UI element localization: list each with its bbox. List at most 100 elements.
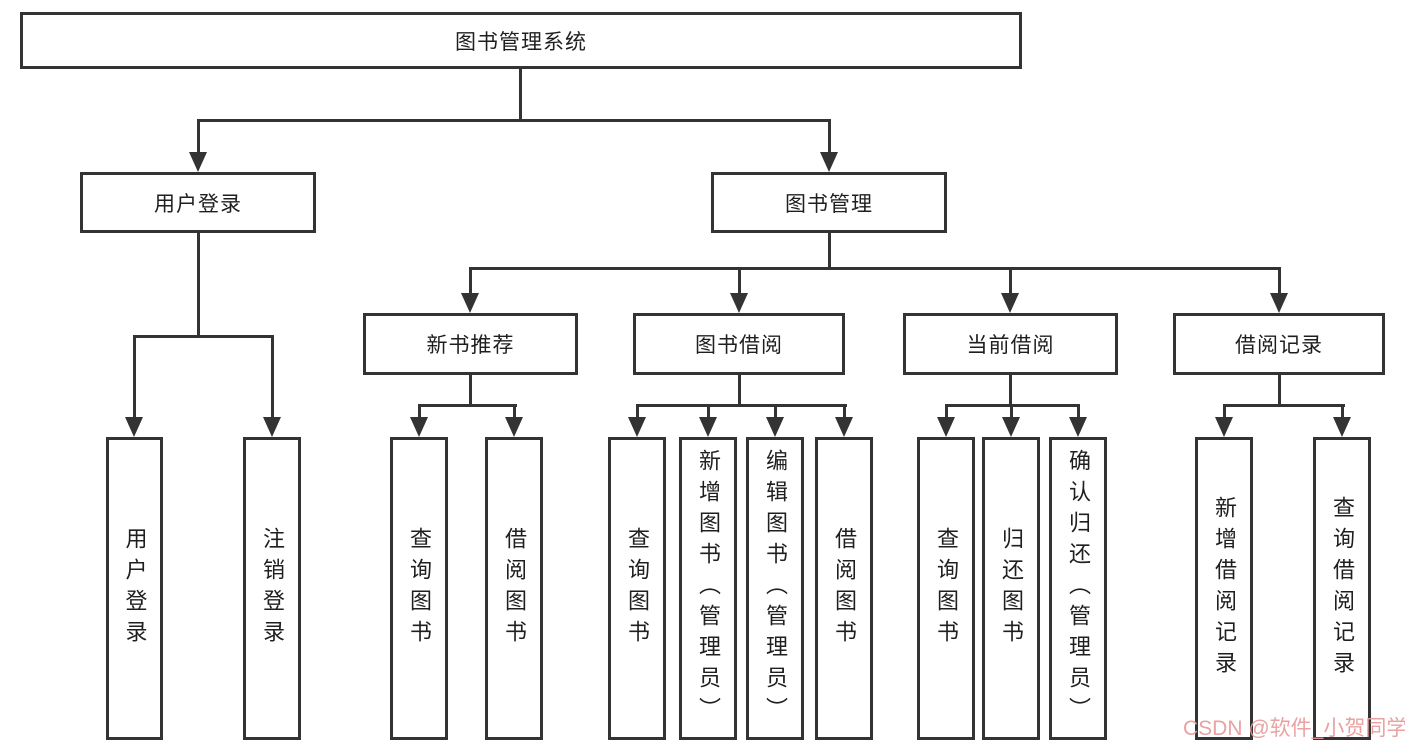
arrow-head-icon [699,417,717,437]
arrow-head-icon [1270,293,1288,313]
arrow-head-icon [835,417,853,437]
arrow-stem [468,267,472,293]
arrow-stem [842,404,846,417]
connector-line [738,374,741,407]
arrow-stem [944,404,948,417]
arrow-head-icon [1069,417,1087,437]
arrow-stem [196,119,200,152]
arrow-head-icon [820,152,838,172]
connector-line [636,404,847,407]
node-borrowing-records: 借阅记录 [1173,313,1385,375]
arrow-stem [827,119,831,152]
arrow-down-icon [189,119,207,172]
connector-line [418,404,517,407]
arrow-down-icon [628,404,646,437]
node-user-login: 用户登录 [80,172,316,233]
node-book-borrowing: 图书借阅 [633,313,845,375]
arrow-stem [635,404,639,417]
arrow-down-icon [263,335,281,437]
arrow-down-icon [1001,267,1019,313]
connector-line [519,68,522,121]
leaf-borrow-books-newbook: 借阅图书 [485,437,543,740]
arrow-head-icon [1002,417,1020,437]
arrow-stem [1340,404,1344,417]
arrow-head-icon [730,293,748,313]
node-label: 确认归还（管理员） [1066,449,1091,728]
leaf-query-books-newbook: 查询图书 [390,437,448,740]
leaf-confirm-return-admin: 确认归还（管理员） [1049,437,1107,740]
arrow-stem [773,404,777,417]
arrow-down-icon [730,267,748,313]
arrow-stem [706,404,710,417]
arrow-head-icon [1333,417,1351,437]
node-label: 图书借阅 [695,334,783,357]
arrow-down-icon [1333,404,1351,437]
arrow-stem [1277,267,1281,293]
arrow-stem [270,335,274,417]
arrow-down-icon [835,404,853,437]
node-label: 查询图书 [934,526,959,651]
arrow-down-icon [461,267,479,313]
arrow-stem [1009,404,1013,417]
node-label: 新增借阅记录 [1212,495,1237,682]
leaf-logout: 注销登录 [243,437,301,740]
node-label: 编辑图书（管理员） [763,449,788,728]
node-label: 查询借阅记录 [1330,495,1355,682]
node-label: 当前借阅 [966,334,1055,357]
connector-line [1223,404,1345,407]
leaf-borrow-books-borrow: 借阅图书 [815,437,873,740]
node-label: 查询图书 [625,526,650,651]
arrow-down-icon [820,119,838,172]
leaf-query-borrow-record: 查询借阅记录 [1313,437,1371,740]
arrow-stem [1008,267,1012,293]
arrow-head-icon [263,417,281,437]
node-label: 图书管理 [785,192,873,216]
arrow-down-icon [766,404,784,437]
arrow-down-icon [1270,267,1288,313]
arrow-down-icon [410,404,428,437]
arrow-down-icon [1069,404,1087,437]
node-label: 借阅图书 [502,526,527,651]
connector-line [197,232,200,338]
connector-line [828,232,831,270]
connector-line [1278,374,1281,407]
leaf-edit-books-admin: 编辑图书（管理员） [746,437,804,740]
connector-line [1009,374,1012,407]
connector-line [469,374,472,407]
arrow-head-icon [628,417,646,437]
node-root-library-system: 图书管理系统 [20,12,1022,69]
arrow-stem [417,404,421,417]
csdn-watermark: CSDN @软件_小贺同学 [1183,717,1405,740]
arrow-stem [132,335,136,417]
arrow-stem [512,404,516,417]
arrow-head-icon [1001,293,1019,313]
node-label: 注销登录 [260,526,285,651]
leaf-query-books-borrow: 查询图书 [608,437,666,740]
arrow-down-icon [1215,404,1233,437]
arrow-head-icon [505,417,523,437]
node-label: 借阅图书 [832,526,857,651]
node-label: 查询图书 [407,526,432,651]
leaf-return-books: 归还图书 [982,437,1040,740]
arrow-head-icon [461,293,479,313]
connector-line [945,404,1080,407]
arrow-head-icon [125,417,143,437]
arrow-down-icon [1002,404,1020,437]
connector-line [197,119,831,122]
arrow-head-icon [937,417,955,437]
node-book-management: 图书管理 [711,172,947,233]
arrow-stem [1076,404,1080,417]
node-label: 借阅记录 [1235,334,1323,357]
connector-line [469,267,1281,270]
arrow-head-icon [189,152,207,172]
arrow-down-icon [937,404,955,437]
arrow-stem [1222,404,1226,417]
node-label: 用户登录 [122,526,148,651]
arrow-head-icon [410,417,428,437]
node-label: 新增图书（管理员） [696,449,721,728]
leaf-add-borrow-record: 新增借阅记录 [1195,437,1253,740]
node-new-book-recommend: 新书推荐 [363,313,578,375]
connector-line [133,335,274,338]
leaf-user-login: 用户登录 [106,437,163,740]
